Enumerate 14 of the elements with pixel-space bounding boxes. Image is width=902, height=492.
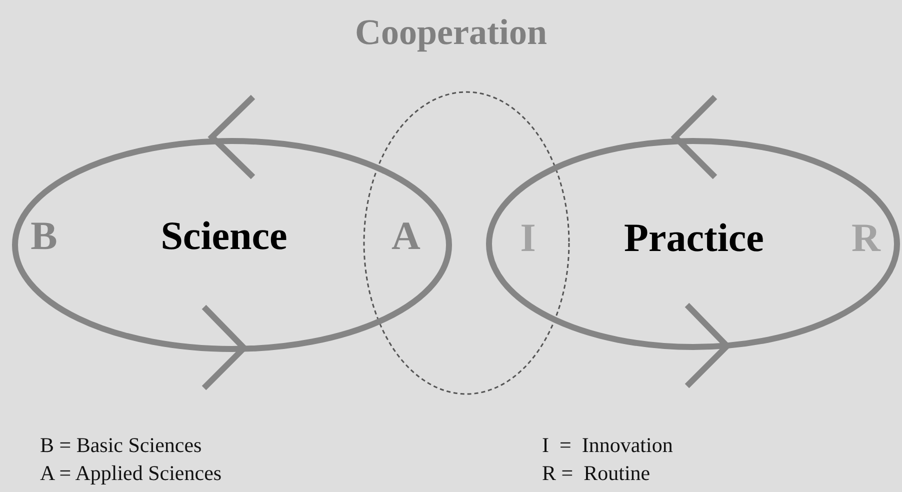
legend-text: R = Routine xyxy=(542,463,650,484)
region-letter: R xyxy=(852,218,880,258)
region-letter: A xyxy=(392,216,420,256)
region-letter: B xyxy=(30,216,58,256)
ellipse xyxy=(12,138,452,352)
ellipse xyxy=(486,138,900,350)
region-letter: I xyxy=(520,218,536,258)
node-title: Science xyxy=(160,216,288,256)
node-title: Practice xyxy=(624,218,764,258)
dashed-ellipse xyxy=(363,91,570,395)
diagram-title: Cooperation xyxy=(355,11,547,53)
legend-text: I = Innovation xyxy=(542,435,673,456)
legend-text: A = Applied Sciences xyxy=(40,463,222,484)
legend-text: B = Basic Sciences xyxy=(40,435,202,456)
